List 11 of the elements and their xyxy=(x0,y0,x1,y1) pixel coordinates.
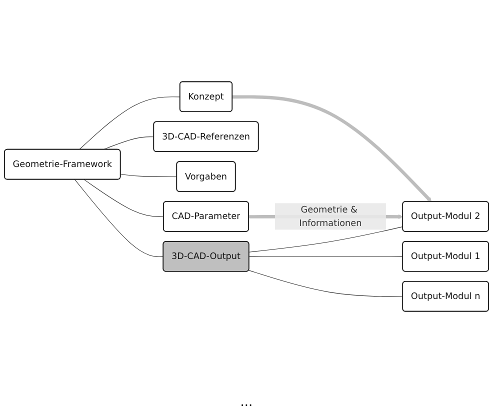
connector xyxy=(78,96,180,150)
connector xyxy=(120,174,178,178)
connector xyxy=(248,226,404,252)
connector xyxy=(248,256,404,257)
connector xyxy=(84,179,164,218)
connector xyxy=(248,270,404,297)
connector xyxy=(102,136,154,150)
arrow xyxy=(232,95,432,202)
edge-label: Geometrie & Informationen xyxy=(299,204,362,228)
connector xyxy=(74,179,164,257)
ellipsis-note: ... xyxy=(240,395,253,410)
